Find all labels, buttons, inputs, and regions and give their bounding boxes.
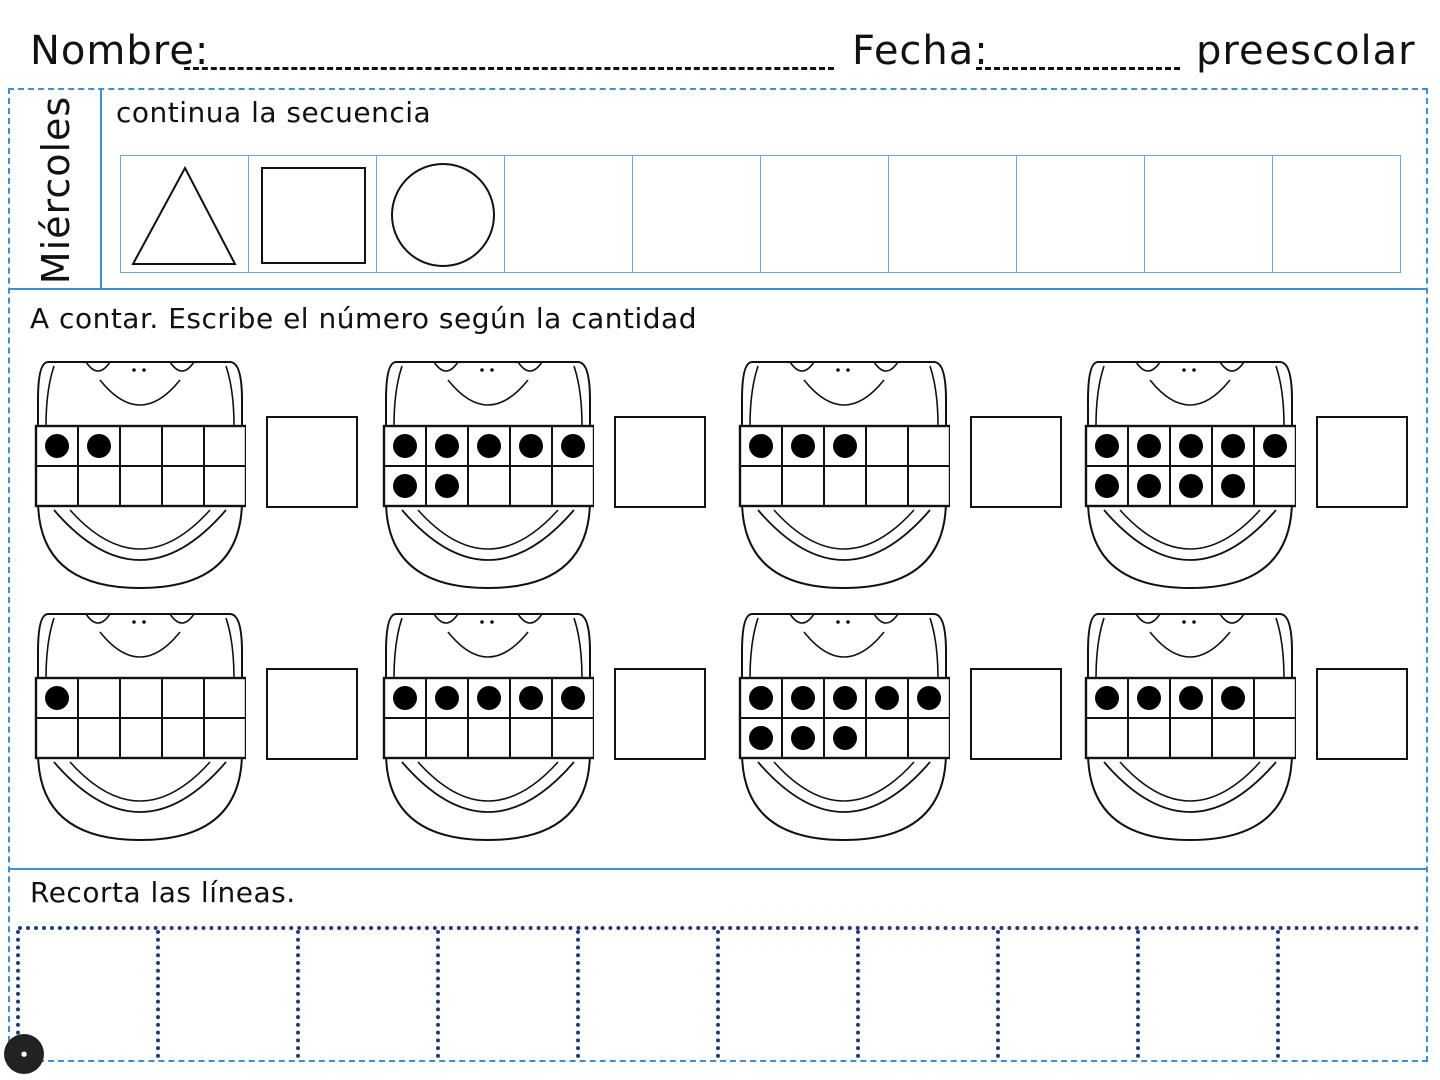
sequence-title: continua la secuencia xyxy=(116,96,432,129)
counter-dot xyxy=(1137,434,1161,458)
counter-dot xyxy=(435,686,459,710)
sequence-cell xyxy=(121,156,249,272)
counter-dot xyxy=(749,434,773,458)
counter-dot xyxy=(1221,686,1245,710)
counter-dot xyxy=(1095,686,1119,710)
answer-box[interactable] xyxy=(970,668,1062,760)
worksheet-frame xyxy=(8,88,1428,1062)
cut-line[interactable] xyxy=(296,930,300,1058)
counter-dot xyxy=(477,434,501,458)
counter-dot xyxy=(1095,434,1119,458)
name-label: Nombre: xyxy=(30,28,210,74)
jar-counter xyxy=(382,613,594,842)
answer-box[interactable] xyxy=(1316,668,1408,760)
cut-line[interactable] xyxy=(576,930,580,1058)
counter-dot xyxy=(393,686,417,710)
counter-dot xyxy=(1263,434,1287,458)
brand-logo: ● xyxy=(4,1034,44,1074)
triangle-shape xyxy=(131,165,237,265)
counter-dot xyxy=(45,686,69,710)
answer-box[interactable] xyxy=(614,668,706,760)
section-divider xyxy=(8,868,1428,870)
counter-dot xyxy=(917,686,941,710)
day-column-divider xyxy=(100,90,102,288)
counter-dot xyxy=(1137,474,1161,498)
counter-dot xyxy=(749,726,773,750)
square-shape xyxy=(261,167,366,264)
counter-dot xyxy=(833,434,857,458)
answer-box[interactable] xyxy=(266,668,358,760)
counter-dot xyxy=(791,726,815,750)
counter-dot xyxy=(519,686,543,710)
counter-dot xyxy=(1095,474,1119,498)
counter-dot xyxy=(561,434,585,458)
counter-dot xyxy=(393,474,417,498)
jar-counter xyxy=(1084,361,1296,590)
name-line xyxy=(184,67,834,70)
jar-counter xyxy=(738,361,950,590)
worksheet-header: Nombre: Fecha: preescolar xyxy=(0,0,1440,88)
circle-shape xyxy=(391,163,495,267)
counter-dot xyxy=(833,726,857,750)
sequence-cell[interactable] xyxy=(1017,156,1145,272)
counter-dot xyxy=(45,434,69,458)
counter-dot xyxy=(1179,474,1203,498)
sequence-cell[interactable] xyxy=(1145,156,1273,272)
sequence-grid xyxy=(120,155,1401,273)
jar-counter xyxy=(1084,613,1296,842)
cutting-title: Recorta las líneas. xyxy=(30,876,296,909)
sequence-cell[interactable] xyxy=(633,156,761,272)
date-line xyxy=(976,67,1180,70)
cut-line[interactable] xyxy=(716,930,720,1058)
counter-dot xyxy=(1179,434,1203,458)
day-label: Miércoles xyxy=(34,95,78,285)
answer-box[interactable] xyxy=(266,416,358,508)
counter-dot xyxy=(435,434,459,458)
sequence-cell[interactable] xyxy=(1273,156,1400,272)
answer-box[interactable] xyxy=(1316,416,1408,508)
cut-line[interactable] xyxy=(1136,930,1140,1058)
counter-dot xyxy=(749,686,773,710)
cut-line[interactable] xyxy=(1276,930,1280,1058)
counter-dot xyxy=(833,686,857,710)
section-divider xyxy=(8,288,1428,290)
counter-dot xyxy=(791,434,815,458)
counter-dot xyxy=(875,686,899,710)
jar-counter xyxy=(738,613,950,842)
counting-title: A contar. Escribe el número según la can… xyxy=(30,302,697,335)
jar-counter xyxy=(34,613,246,842)
counter-dot xyxy=(1221,474,1245,498)
cut-line[interactable] xyxy=(16,930,20,1058)
cut-line[interactable] xyxy=(856,930,860,1058)
cut-line[interactable] xyxy=(156,930,160,1058)
level-label: preescolar xyxy=(1196,28,1416,74)
counter-dot xyxy=(561,686,585,710)
sequence-cell[interactable] xyxy=(889,156,1017,272)
answer-box[interactable] xyxy=(970,416,1062,508)
counter-dot xyxy=(1179,686,1203,710)
counter-dot xyxy=(1137,686,1161,710)
answer-box[interactable] xyxy=(614,416,706,508)
sequence-cell xyxy=(377,156,505,272)
sequence-cell xyxy=(249,156,377,272)
sequence-cell[interactable] xyxy=(505,156,633,272)
cut-line[interactable] xyxy=(996,930,1000,1058)
cut-line[interactable] xyxy=(436,930,440,1058)
cutting-area xyxy=(16,926,1420,1058)
counter-dot xyxy=(519,434,543,458)
counter-dot xyxy=(435,474,459,498)
counter-dot xyxy=(393,434,417,458)
counter-dot xyxy=(1221,434,1245,458)
sequence-cell[interactable] xyxy=(761,156,889,272)
date-label: Fecha: xyxy=(852,28,989,74)
counter-dot xyxy=(477,686,501,710)
counter-dot xyxy=(791,686,815,710)
jar-counter xyxy=(382,361,594,590)
jar-counter xyxy=(34,361,246,590)
counter-dot xyxy=(87,434,111,458)
